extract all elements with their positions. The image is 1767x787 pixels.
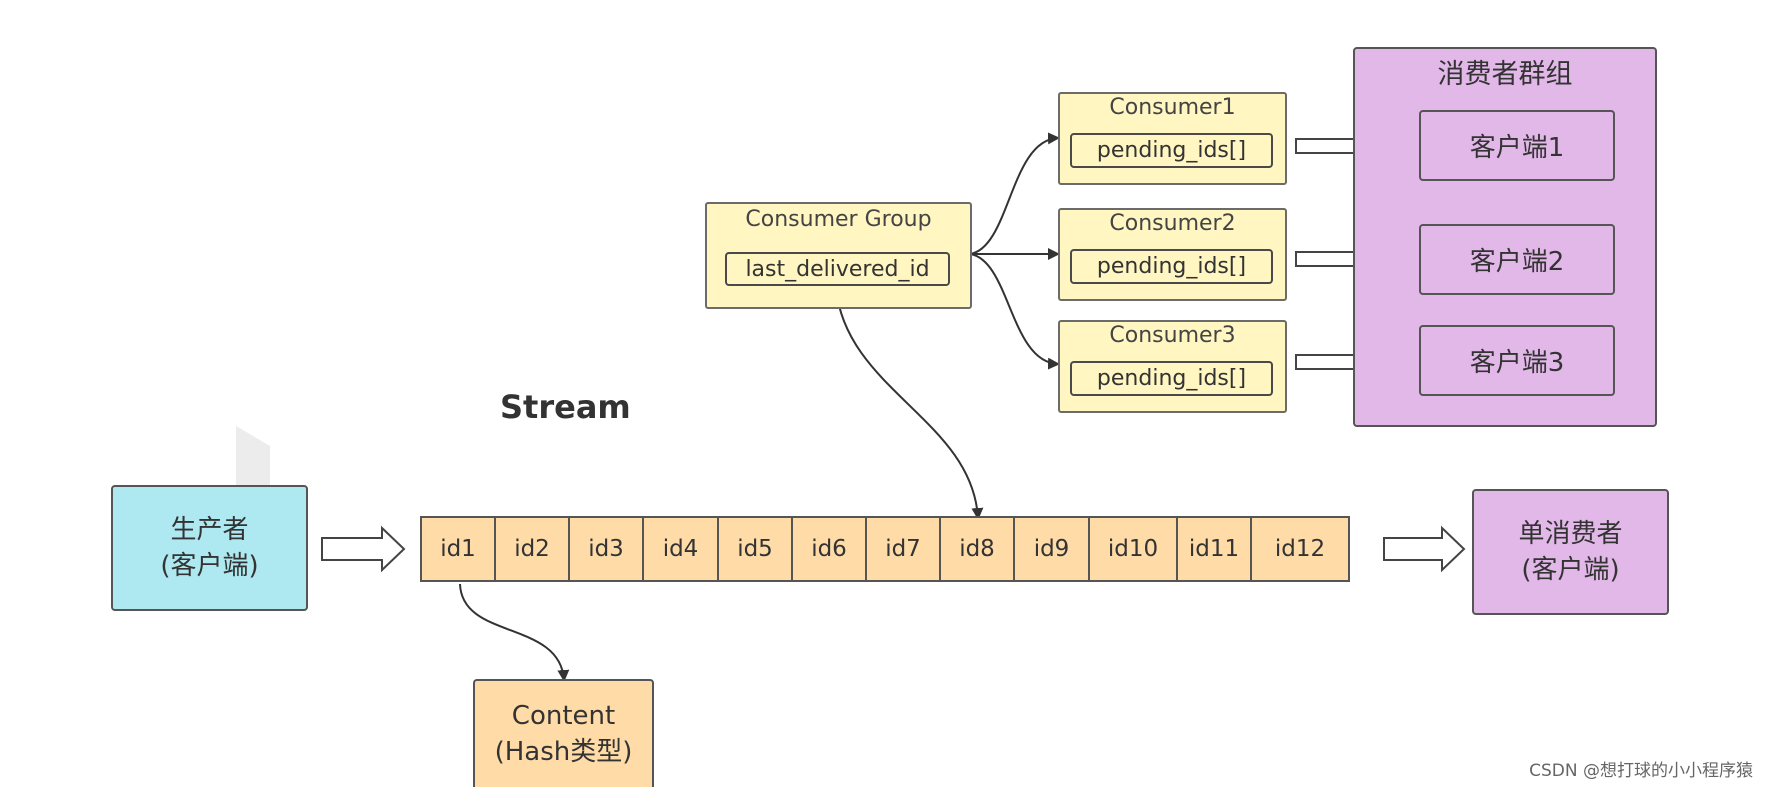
producer-box: 生产者 (客户端) [111, 485, 308, 611]
id1-to-content-connector [459, 583, 570, 682]
consumer-client-group-title: 消费者群组 [1437, 59, 1573, 90]
consumer3-pending-ids: pending_ids[] [1070, 361, 1273, 396]
producer-to-stream-arrow [321, 525, 406, 573]
single-consumer-label: 单消费者 [1518, 519, 1623, 549]
consumer1-title: Consumer1 [1109, 95, 1236, 120]
content-sublabel: (Hash类型) [494, 737, 633, 767]
consumer-group-box: Consumer Group last_delivered_id [705, 202, 972, 309]
stream-cell: id9 [1013, 516, 1090, 582]
consumer3-box: Consumer3 pending_ids[] [1058, 320, 1287, 413]
stream-cell: id1 [420, 516, 496, 582]
last-delivered-id-field: last_delivered_id [725, 252, 950, 286]
consumer1-pending-ids: pending_ids[] [1070, 133, 1273, 168]
single-consumer-sublabel: (客户端) [1521, 555, 1620, 585]
consumer2-box: Consumer2 pending_ids[] [1058, 208, 1287, 301]
consumer3-title: Consumer3 [1109, 323, 1236, 348]
stream-cell: id4 [642, 516, 719, 582]
consumer1-box: Consumer1 pending_ids[] [1058, 92, 1287, 185]
client3-box: 客户端3 [1419, 325, 1615, 396]
stream-cell: id10 [1088, 516, 1178, 582]
single-consumer-box: 单消费者 (客户端) [1472, 489, 1669, 615]
stream-cell: id2 [494, 516, 570, 582]
client1-box: 客户端1 [1419, 110, 1615, 181]
content-box: Content (Hash类型) [473, 679, 654, 787]
producer-label: 生产者 [170, 515, 249, 545]
stream-cell: id11 [1176, 516, 1252, 582]
consumer2-title: Consumer2 [1109, 211, 1236, 236]
content-label: Content [511, 701, 616, 731]
stream-cell: id8 [939, 516, 1015, 582]
last-delivered-to-id8-connector [835, 287, 984, 520]
stream-cell: id3 [568, 516, 644, 582]
stream-cell: id6 [791, 516, 867, 582]
group-to-consumer1-connector [969, 132, 1060, 255]
consumer-group-title: Consumer Group [745, 207, 932, 232]
producer-sublabel: (客户端) [160, 551, 259, 581]
stream-title: Stream [500, 388, 631, 426]
watermark: CSDN @想打球的小小程序猿 [1529, 761, 1753, 781]
group-to-consumer3-connector [969, 253, 1060, 370]
stream-cell: id5 [717, 516, 793, 582]
stream-to-single-consumer-arrow [1383, 525, 1466, 573]
stream-cell: id12 [1250, 516, 1350, 582]
consumer2-pending-ids: pending_ids[] [1070, 249, 1273, 284]
client2-box: 客户端2 [1419, 224, 1615, 295]
stream-cell: id7 [865, 516, 941, 582]
